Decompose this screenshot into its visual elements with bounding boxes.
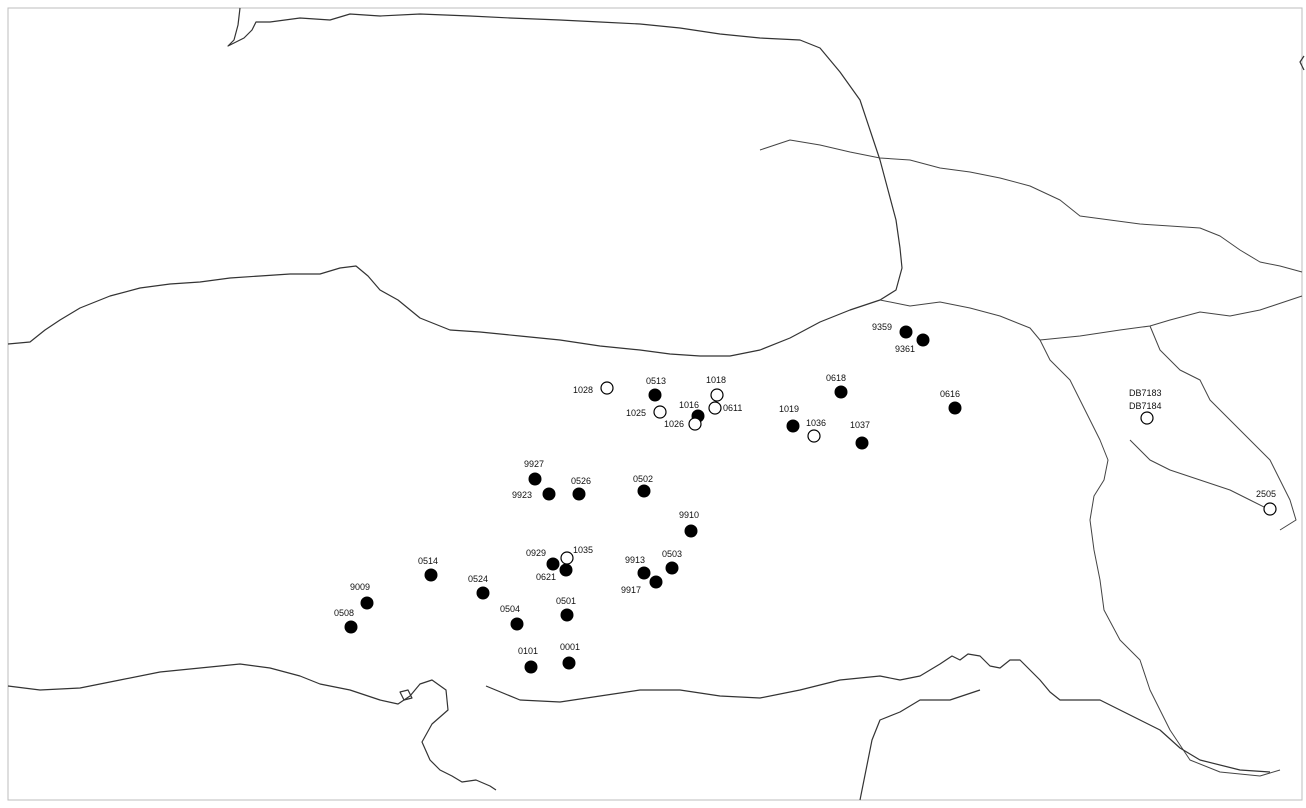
site-label-1025: 1025 xyxy=(626,408,646,418)
site-marker-1035 xyxy=(560,551,574,565)
site-marker-0524 xyxy=(476,586,490,600)
site-marker-1019 xyxy=(786,419,800,433)
site-marker-1037 xyxy=(855,436,869,450)
site-marker-0611 xyxy=(708,401,722,415)
site-label-1016: 1016 xyxy=(679,400,699,410)
site-marker-0508 xyxy=(344,620,358,634)
site-label-1019: 1019 xyxy=(779,404,799,414)
site-marker-0513 xyxy=(648,388,662,402)
site-marker-9913 xyxy=(637,566,651,580)
site-marker-9361 xyxy=(916,333,930,347)
site-marker-0929 xyxy=(546,557,560,571)
sites-layer: 0001 0101 0501 0502 0503 0504 0508 0513 0514 0524… xyxy=(334,322,1277,674)
site-label-1028: 1028 xyxy=(573,385,593,395)
south-coastline xyxy=(7,653,1271,801)
map-frame xyxy=(7,7,1303,801)
site-marker-1028 xyxy=(600,381,614,395)
site-label-0501: 0501 xyxy=(556,596,576,606)
site-label-0508: 0508 xyxy=(334,608,354,618)
site-label-0504: 0504 xyxy=(500,604,520,614)
site-marker-0502 xyxy=(637,484,651,498)
site-label-0524: 0524 xyxy=(468,574,488,584)
site-marker-0621 xyxy=(559,563,573,577)
site-marker-2505 xyxy=(1263,502,1277,516)
site-marker-1036 xyxy=(807,429,821,443)
site-marker-1025 xyxy=(653,405,667,419)
site-label-0101: 0101 xyxy=(518,646,538,656)
site-marker-0504 xyxy=(510,617,524,631)
site-marker-0616 xyxy=(948,401,962,415)
site-label-9009: 9009 xyxy=(350,582,370,592)
site-label-0929: 0929 xyxy=(526,548,546,558)
site-label-0001: 0001 xyxy=(560,642,580,652)
site-marker-0001 xyxy=(562,656,576,670)
site-label-db7183: DB7183 xyxy=(1129,388,1162,398)
site-marker-1026 xyxy=(688,417,702,431)
site-label-9927: 9927 xyxy=(524,459,544,469)
site-marker-0503 xyxy=(665,561,679,575)
site-label-1018: 1018 xyxy=(706,375,726,385)
armenia-border xyxy=(1039,295,1303,531)
site-label-9910: 9910 xyxy=(679,510,699,520)
site-label-0526: 0526 xyxy=(571,476,591,486)
site-marker-1018 xyxy=(710,388,724,402)
site-marker-9923 xyxy=(542,487,556,501)
north-coastline xyxy=(7,7,903,357)
cyprus-fragment xyxy=(399,689,413,701)
site-label-1026: 1026 xyxy=(664,419,684,429)
corner-fragment xyxy=(1299,55,1305,71)
turkey-georgia-border xyxy=(879,299,1281,777)
site-marker-0514 xyxy=(424,568,438,582)
site-marker-db7183 xyxy=(1140,411,1154,425)
site-label-0621: 0621 xyxy=(536,572,556,582)
site-label-0618: 0618 xyxy=(826,373,846,383)
site-label-9917: 9917 xyxy=(621,585,641,595)
caucasus-border xyxy=(759,139,1303,273)
site-marker-9910 xyxy=(684,524,698,538)
site-marker-9009 xyxy=(360,596,374,610)
site-label-9923: 9923 xyxy=(512,490,532,500)
coastlines xyxy=(7,7,1305,801)
site-label-9913: 9913 xyxy=(625,555,645,565)
site-label-0514: 0514 xyxy=(418,556,438,566)
site-marker-0501 xyxy=(560,608,574,622)
site-marker-0526 xyxy=(572,487,586,501)
site-marker-0101 xyxy=(524,660,538,674)
site-label-9359: 9359 xyxy=(872,322,892,332)
site-marker-0618 xyxy=(834,385,848,399)
site-label-0611: 0611 xyxy=(723,403,742,413)
site-label-2505: 2505 xyxy=(1256,489,1276,499)
site-marker-9359 xyxy=(899,325,913,339)
site-label-0502: 0502 xyxy=(633,474,653,484)
site-label-1037: 1037 xyxy=(850,420,870,430)
site-label-1036: 1036 xyxy=(806,418,826,428)
site-label-9361: 9361 xyxy=(895,344,915,354)
site-marker-9927 xyxy=(528,472,542,486)
site-label-0503: 0503 xyxy=(662,549,682,559)
site-label-db7184: DB7184 xyxy=(1129,401,1162,411)
site-label-0616: 0616 xyxy=(940,389,960,399)
site-label-0513: 0513 xyxy=(646,376,666,386)
site-marker-9917 xyxy=(649,575,663,589)
site-label-1035: 1035 xyxy=(573,545,593,555)
